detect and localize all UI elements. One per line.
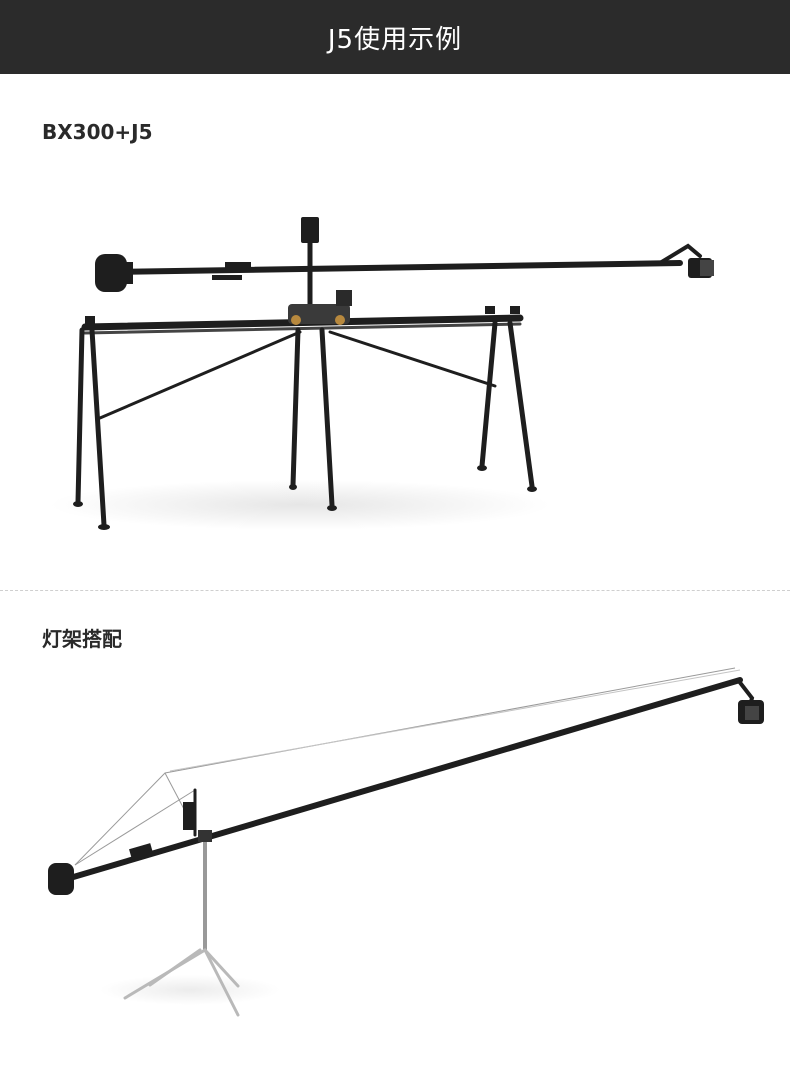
support-cables <box>74 667 741 866</box>
section-title-light-stand: 灯架搭配 <box>42 627 122 651</box>
lightstand-jib-rig-illustration <box>48 667 764 1017</box>
floor-shadow <box>50 480 550 530</box>
rig-lines <box>75 237 702 528</box>
page-title: J5使用示例 <box>327 24 463 55</box>
floor-shadow <box>100 975 280 1005</box>
jib-parts <box>48 700 764 895</box>
section-divider <box>0 590 790 591</box>
light-stand <box>123 833 240 1017</box>
page-header: J5使用示例 <box>0 0 790 74</box>
rig-parts <box>73 217 714 530</box>
jib-boom <box>67 677 755 881</box>
section-title-bx300-j5: BX300+J5 <box>42 120 153 144</box>
slider-jib-rig-illustration <box>50 217 714 530</box>
